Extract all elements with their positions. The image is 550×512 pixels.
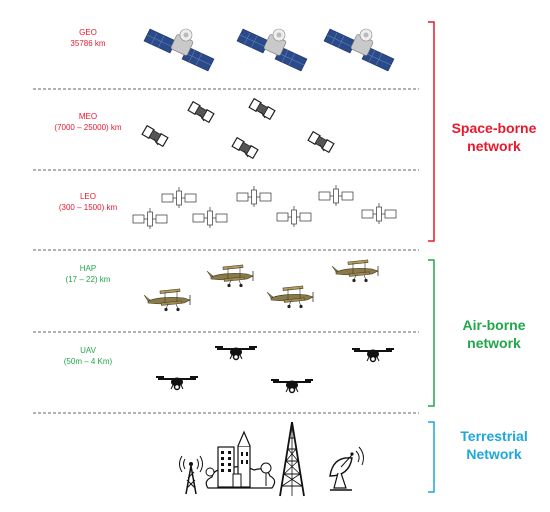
hap-platforms [143, 259, 379, 312]
drone-icon [351, 347, 395, 363]
hap-range: (17 – 22) km [65, 275, 111, 284]
geo-label: GEO 35786 km [48, 27, 128, 49]
air-borne-network-label: Air-borne network [438, 316, 550, 352]
geo-name: GEO [79, 28, 97, 37]
air-borne-bracket [428, 259, 435, 407]
geo-satellite-icon [236, 28, 308, 72]
drone-icon [155, 375, 199, 391]
leo-satellites [132, 184, 397, 230]
geo-satellites [143, 28, 395, 72]
layer-separators [33, 88, 419, 414]
geo-range: 35786 km [70, 39, 106, 48]
uav-label: UAV (50m – 4 Km) [42, 345, 134, 367]
terrestrial-bracket [428, 421, 435, 493]
meo-label: MEO (7000 – 25000) km [36, 111, 140, 133]
meo-satellite-icon [187, 101, 215, 123]
meo-range: (7000 – 25000) km [54, 123, 122, 132]
space-borne-network-label: Space-borne network [438, 119, 550, 155]
meo-satellite-icon [248, 98, 276, 120]
cell-tower-icon [179, 455, 203, 495]
meo-satellite-icon [231, 137, 259, 159]
meo-satellite-icon [307, 131, 335, 153]
uav-range: (50m – 4 Km) [63, 357, 113, 366]
meo-satellite-icon [141, 125, 169, 147]
leo-name: LEO [79, 192, 96, 201]
leo-satellite-icon [161, 186, 197, 209]
space-borne-line1: Space-borne [451, 120, 537, 136]
hap-label: HAP (17 – 22) km [46, 263, 130, 285]
terrestrial-line2: Network [466, 446, 522, 462]
space-borne-line2: network [467, 138, 521, 154]
air-borne-line2: network [467, 335, 521, 351]
leo-satellite-icon [276, 205, 312, 228]
biplane-icon [331, 259, 379, 283]
biplane-icon [266, 285, 314, 309]
hap-name: HAP [79, 264, 97, 273]
satellite-dish-icon [329, 446, 364, 491]
lattice-tower-icon [279, 421, 305, 497]
biplane-icon [206, 264, 254, 288]
leo-range: (300 – 1500) km [58, 203, 118, 212]
drone-icon [270, 378, 314, 394]
leo-label: LEO (300 – 1500) km [36, 191, 140, 213]
biplane-icon [143, 288, 191, 312]
leo-satellite-icon [192, 206, 228, 229]
meo-name: MEO [78, 112, 98, 121]
geo-satellite-icon [323, 28, 395, 72]
geo-satellite-icon [143, 28, 215, 72]
terrestrial-network-label: Terrestrial Network [438, 427, 550, 463]
air-borne-line1: Air-borne [462, 317, 526, 333]
uav-drones [155, 345, 395, 394]
meo-satellites [141, 98, 335, 159]
uav-name: UAV [80, 346, 96, 355]
city-buildings-icon [205, 430, 276, 489]
terrestrial-line1: Terrestrial [460, 428, 528, 444]
leo-satellite-icon [318, 184, 354, 207]
leo-satellite-icon [236, 185, 272, 208]
drone-icon [214, 345, 258, 361]
leo-satellite-icon [361, 202, 397, 225]
space-borne-bracket [428, 21, 435, 242]
